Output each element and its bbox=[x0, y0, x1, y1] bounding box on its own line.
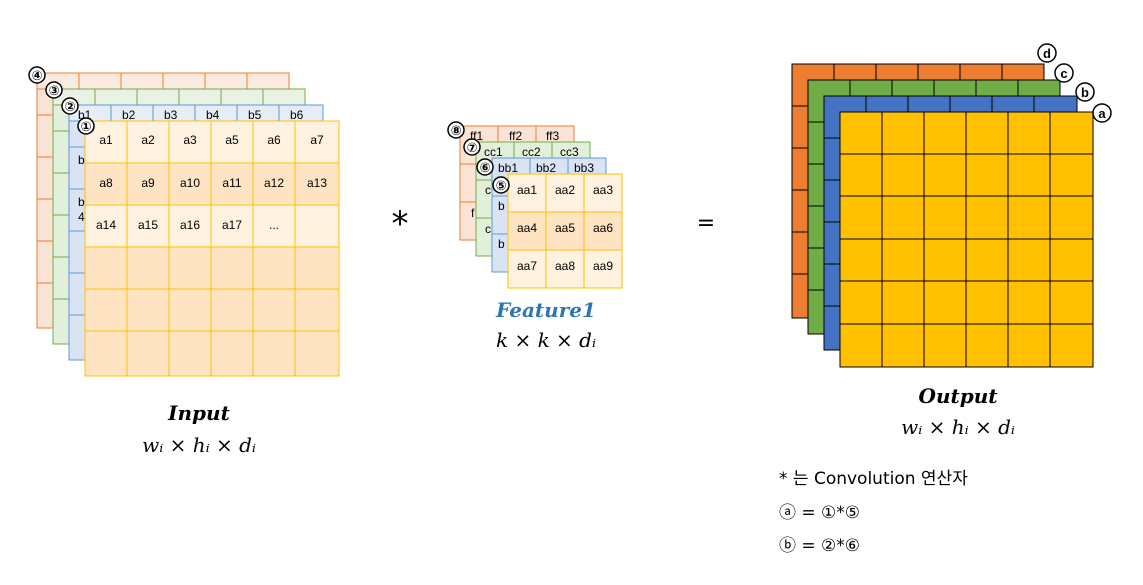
badge-7: ⑦ bbox=[466, 140, 477, 155]
cell-aa9: aa9 bbox=[593, 259, 613, 273]
badge-5: ⑤ bbox=[495, 178, 506, 193]
input-badges: ④ ③ ② ① bbox=[28, 66, 95, 135]
cell-b-2: b bbox=[498, 237, 505, 251]
note-b: ⓑ = ②*⑥ bbox=[779, 536, 860, 556]
cell-f: f bbox=[471, 206, 475, 220]
badge-d: d bbox=[1043, 46, 1051, 61]
cell-bb3: bb3 bbox=[574, 161, 594, 175]
cell-aa8: aa8 bbox=[555, 259, 575, 273]
cell-bb2: bb2 bbox=[536, 161, 556, 175]
cell-a3: a3 bbox=[183, 133, 197, 147]
badge-8: ⑧ bbox=[450, 123, 461, 138]
cell-a5: a5 bbox=[225, 133, 239, 147]
cell-a13: a13 bbox=[307, 176, 327, 190]
cell-aa6: aa6 bbox=[593, 221, 613, 235]
cell-bb1: bb1 bbox=[498, 161, 518, 175]
cell-aa5: aa5 bbox=[555, 221, 575, 235]
cell-a12: a12 bbox=[264, 176, 284, 190]
cell-cc2: cc2 bbox=[522, 145, 541, 159]
note-operator: * 는 Convolution 연산자 bbox=[779, 469, 968, 489]
cell-b-left-2: b bbox=[78, 195, 85, 209]
cell-c-2: c bbox=[485, 222, 491, 236]
output-stack: d c b a bbox=[791, 43, 1112, 368]
cell-aa3: aa3 bbox=[593, 183, 613, 197]
badge-1: ① bbox=[80, 119, 91, 134]
cell-aa4: aa4 bbox=[517, 221, 537, 235]
cell-b-left-1: b bbox=[78, 153, 85, 167]
note-a: ⓐ = ①*⑤ bbox=[779, 503, 860, 523]
cell-4-left: 4 bbox=[78, 210, 85, 224]
cell-b4: b4 bbox=[206, 108, 220, 122]
output-formula: wᵢ × hᵢ × dᵢ bbox=[901, 415, 1015, 439]
cell-b6: b6 bbox=[290, 108, 304, 122]
badge-a: a bbox=[1098, 106, 1106, 121]
cell-a8: a8 bbox=[99, 176, 113, 190]
cell-c-1: c bbox=[485, 183, 491, 197]
feature-title: Feature1 bbox=[495, 298, 596, 322]
cell-a10: a10 bbox=[180, 176, 200, 190]
notes: * 는 Convolution 연산자 ⓐ = ①*⑤ ⓑ = ②*⑥ bbox=[779, 469, 968, 556]
equals-sign: = bbox=[697, 211, 715, 236]
cell-a6: a6 bbox=[267, 133, 281, 147]
input-title: Input bbox=[167, 401, 230, 425]
badge-4: ④ bbox=[31, 68, 42, 83]
feature-stack: ff1 ff2 ff3 f cc1 cc2 cc3 c c bb1 bbox=[447, 121, 623, 289]
cell-a7: a7 bbox=[310, 133, 324, 147]
cell-aa7: aa7 bbox=[517, 259, 537, 273]
badge-6: ⑥ bbox=[479, 160, 490, 175]
cell-a15: a15 bbox=[138, 218, 158, 232]
feature-badges: ⑧ ⑦ ⑥ ⑤ bbox=[447, 121, 510, 194]
cell-ellipsis: ... bbox=[269, 218, 279, 232]
cell-cc1: cc1 bbox=[484, 145, 503, 159]
cell-aa1: aa1 bbox=[517, 183, 537, 197]
feature-formula: k × k × dᵢ bbox=[496, 328, 596, 352]
cell-a14: a14 bbox=[96, 218, 116, 232]
cell-b3: b3 bbox=[164, 108, 178, 122]
badge-b: b bbox=[1081, 85, 1089, 100]
cell-a11: a11 bbox=[222, 176, 241, 190]
cell-b5: b5 bbox=[248, 108, 262, 122]
output-title: Output bbox=[919, 384, 999, 408]
badge-2: ② bbox=[64, 99, 75, 114]
convolution-operator: * bbox=[392, 204, 409, 244]
cell-a2: a2 bbox=[141, 133, 155, 147]
feature-layer-5: aa1 aa2 aa3 aa4 aa5 aa6 aa7 aa8 aa9 bbox=[507, 173, 623, 289]
badge-c: c bbox=[1060, 66, 1067, 81]
cell-a9: a9 bbox=[141, 176, 155, 190]
cell-a1: a1 bbox=[99, 133, 113, 147]
input-formula: wᵢ × hᵢ × dᵢ bbox=[142, 433, 256, 457]
cell-b-1: b bbox=[498, 199, 505, 213]
cell-a17: a17 bbox=[222, 218, 242, 232]
cell-cc3: cc3 bbox=[560, 145, 579, 159]
output-badges: d c b a bbox=[1037, 43, 1112, 123]
cell-ff3: ff3 bbox=[546, 129, 559, 143]
output-layer-a bbox=[839, 111, 1094, 368]
input-layer-2-labels: b1 b2 b3 b4 b5 b6 b b 4 bbox=[78, 108, 304, 224]
cell-b2: b2 bbox=[122, 108, 136, 122]
input-layer-1: a1 a2 a3 a5 a6 a7 a8 a9 a10 a11 a12 a13 … bbox=[84, 120, 340, 377]
input-layer-1-cells: a1 a2 a3 a5 a6 a7 a8 a9 a10 a11 a12 a13 … bbox=[96, 133, 327, 232]
input-stack: b1 b2 b3 b4 b5 b6 b b 4 bbox=[28, 66, 340, 377]
badge-3: ③ bbox=[48, 83, 59, 98]
cell-ff2: ff2 bbox=[509, 129, 522, 143]
cell-a16: a16 bbox=[180, 218, 200, 232]
cell-aa2: aa2 bbox=[555, 183, 575, 197]
